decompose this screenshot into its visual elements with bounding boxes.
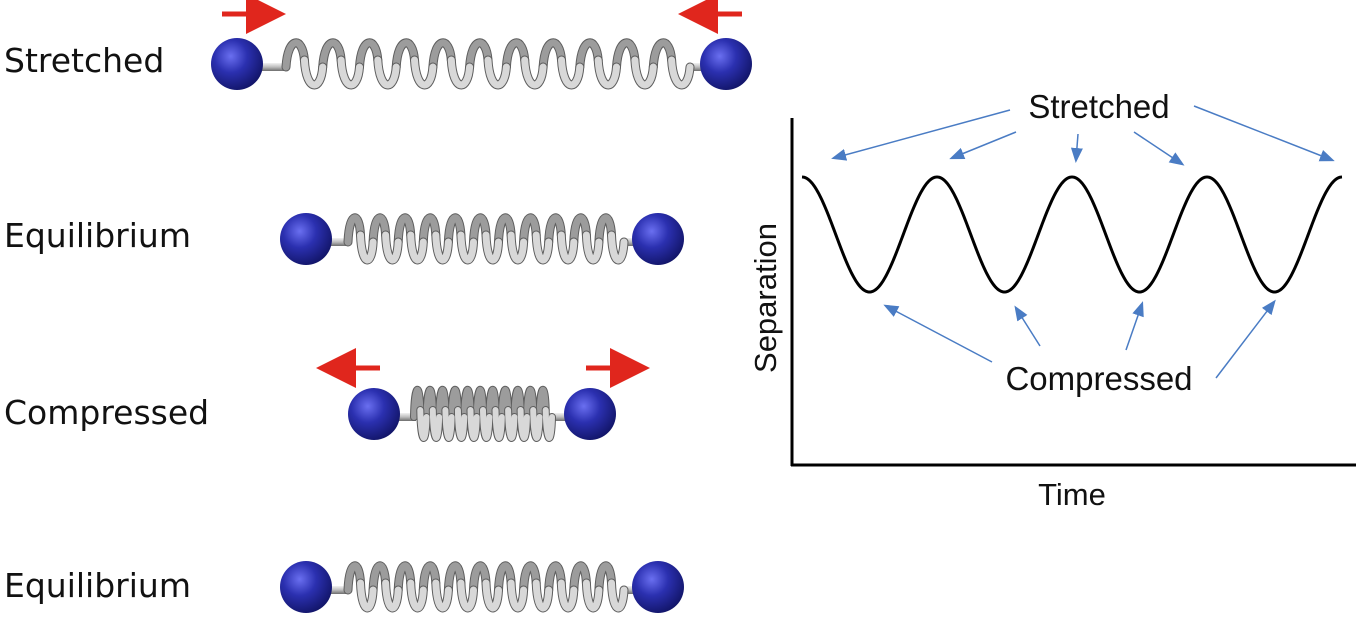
coil-back bbox=[344, 562, 615, 594]
spring-rod bbox=[326, 586, 350, 594]
spring-rod bbox=[550, 413, 570, 421]
pointer-arrow-stretched-5 bbox=[1193, 105, 1335, 162]
row-label-stretched: Stretched bbox=[4, 41, 164, 80]
coil-front bbox=[357, 231, 628, 264]
atom-left-icon bbox=[211, 38, 263, 90]
coil-back bbox=[344, 214, 615, 246]
compressed-label: Compressed bbox=[1005, 360, 1192, 397]
pointer-arrow-stretched-1 bbox=[831, 109, 1011, 161]
y-axis-label: Separation bbox=[748, 223, 783, 373]
pointer-arrow-stretched-4 bbox=[1133, 131, 1185, 166]
row-label-equilibrium: Equilibrium bbox=[4, 216, 191, 255]
atom-right-icon bbox=[564, 388, 616, 440]
coil-front bbox=[417, 407, 555, 441]
pointer-arrow-compressed-2 bbox=[1014, 305, 1041, 347]
x-axis-label: Time bbox=[1038, 477, 1106, 512]
pointer-arrow-compressed-3 bbox=[1125, 301, 1144, 351]
spring-rod bbox=[622, 238, 638, 246]
spring-states: Stretched Equilibrium Compressed Equilib… bbox=[4, 0, 752, 613]
pointer-arrow-compressed-4 bbox=[1215, 299, 1276, 379]
stretched-label: Stretched bbox=[1028, 88, 1169, 125]
pointer-arrows bbox=[831, 105, 1335, 379]
row-label-compressed: Compressed bbox=[4, 393, 209, 432]
separation-graph: Separation Time Stretched Compressed bbox=[748, 88, 1356, 512]
spring-compressed bbox=[348, 385, 616, 442]
spring-rod bbox=[622, 586, 638, 594]
atom-left-icon bbox=[280, 561, 332, 613]
pointer-arrow-compressed-1 bbox=[883, 304, 993, 363]
spring-stretched bbox=[211, 38, 752, 90]
spring-rod bbox=[394, 413, 416, 421]
atom-left-icon bbox=[348, 388, 400, 440]
atom-right-icon bbox=[700, 38, 752, 90]
atom-left-icon bbox=[280, 213, 332, 265]
spring-rod bbox=[688, 63, 706, 71]
spring-equilibrium bbox=[280, 213, 684, 265]
atom-right-icon bbox=[632, 561, 684, 613]
atom-right-icon bbox=[632, 213, 684, 265]
oscillation-curve bbox=[801, 175, 1343, 294]
coil-back bbox=[282, 39, 676, 71]
coil-front bbox=[300, 56, 694, 89]
row-label-equilibrium-2: Equilibrium bbox=[4, 566, 191, 605]
pointer-arrow-stretched-2 bbox=[949, 131, 1017, 160]
spring-rod bbox=[326, 238, 350, 246]
coil-front bbox=[357, 579, 628, 612]
spring-equilibrium bbox=[280, 561, 684, 613]
pointer-arrow-stretched-3 bbox=[1070, 133, 1083, 163]
coil-back bbox=[411, 386, 549, 420]
spring-rod bbox=[257, 63, 288, 71]
